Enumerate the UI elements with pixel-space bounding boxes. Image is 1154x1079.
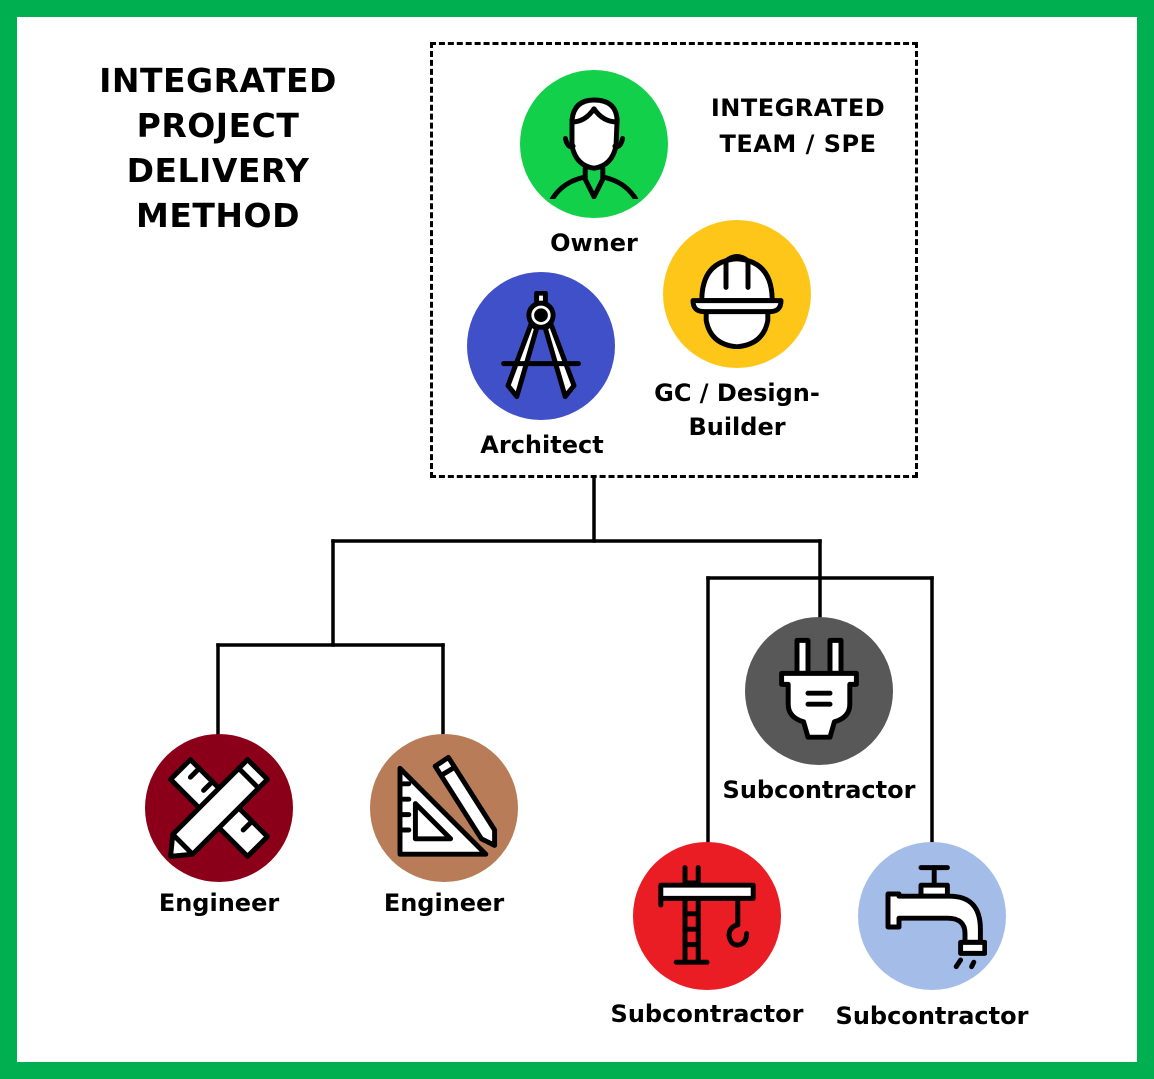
faucet-icon <box>885 865 987 970</box>
electric-subcontractor-node <box>745 617 893 765</box>
compass-icon <box>501 291 581 400</box>
architect-label: Architect <box>480 431 604 459</box>
integrated-team-box <box>430 42 918 478</box>
crane-subcontractor-node <box>633 842 781 990</box>
architect-node <box>467 272 615 420</box>
hard-hat-icon <box>690 254 784 349</box>
plug-icon <box>779 637 859 740</box>
set-square-pencil-icon <box>397 754 498 857</box>
gc-node <box>663 220 811 368</box>
team-label-line-2: TEAM / SPE <box>719 130 877 158</box>
owner-node <box>520 70 668 218</box>
electric-subcontractor-label: Subcontractor <box>722 776 916 804</box>
diagram-title: INTEGRATED PROJECT DELIVERY METHOD <box>40 58 396 238</box>
title-line-3: METHOD <box>136 196 300 235</box>
plumbing-subcontractor-node <box>858 842 1006 990</box>
gc-label-line-2: Builder <box>688 413 786 441</box>
engineer-2-label: Engineer <box>383 889 505 917</box>
ruler-pencil-icon <box>168 757 270 859</box>
person-icon <box>549 97 639 199</box>
gc-label-line-1: GC / Design- <box>654 379 820 407</box>
engineer-1-label: Engineer <box>158 889 280 917</box>
title-line-2: PROJECT DELIVERY <box>126 106 310 190</box>
engineer-1-node <box>145 734 293 882</box>
gc-label: GC / Design- Builder <box>630 376 844 444</box>
plumbing-subcontractor-label: Subcontractor <box>835 1002 1029 1030</box>
crane-icon <box>658 865 756 965</box>
integrated-team-label: INTEGRATED TEAM / SPE <box>700 90 896 162</box>
team-label-line-1: INTEGRATED <box>710 94 886 122</box>
title-line-1: INTEGRATED <box>99 61 337 100</box>
owner-label: Owner <box>550 229 638 257</box>
crane-subcontractor-label: Subcontractor <box>610 1000 804 1028</box>
engineer-2-node <box>370 734 518 882</box>
